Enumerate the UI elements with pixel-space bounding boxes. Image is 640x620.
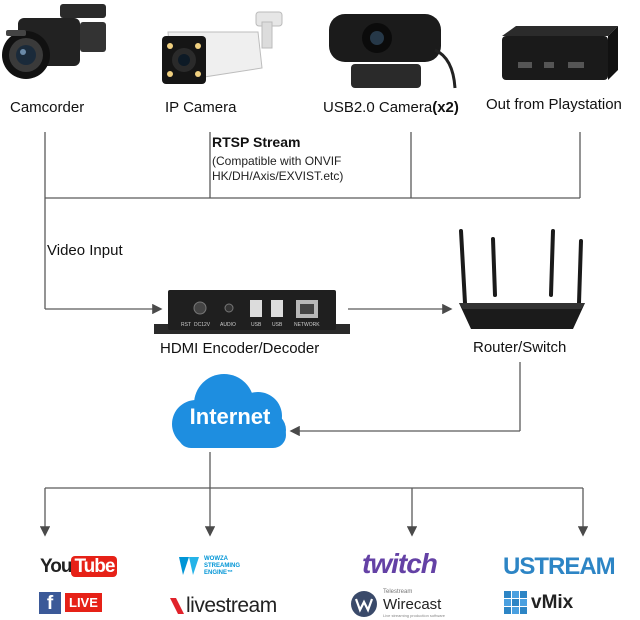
internet-label: Internet [190, 404, 271, 429]
port-label-usb-2: USB [272, 322, 283, 328]
ip-camera-icon [162, 11, 283, 84]
vmix-logo: vMix [531, 592, 574, 613]
internet-cloud-icon: Internet [172, 374, 286, 448]
port-label-usb-1: USB [251, 322, 262, 328]
router-icon [459, 229, 585, 329]
camcorder-label: Camcorder [10, 99, 85, 116]
camcorder-icon [2, 4, 106, 79]
livestream-logo: livestream [186, 594, 277, 617]
port-label-audio: AUDIO [220, 322, 236, 328]
encoder-label: HDMI Encoder/Decoder [160, 340, 320, 357]
video-input-label: Video Input [47, 242, 123, 259]
hdmi-encoder-icon: RST DC12V AUDIO USB USB NETWORK [154, 290, 350, 334]
playstation-label: Out from Playstation [486, 96, 622, 113]
vmix-icon [504, 591, 527, 614]
twitch-logo: twitch [362, 548, 438, 579]
usb-camera-label: USB2.0 Camera(x2) [323, 99, 459, 116]
port-label-rst: RST [181, 322, 191, 328]
wirecast-icon [351, 591, 377, 617]
facebook-icon: f [39, 592, 61, 614]
rtsp-compat-note: (Compatible with ONVIF HK/DH/Axis/EXVIST… [212, 154, 344, 183]
router-label: Router/Switch [473, 339, 567, 356]
facebook-live-badge: LIVE [65, 593, 102, 612]
wirecast-small-text: Telestream [383, 589, 413, 595]
rtsp-stream-title: RTSP Stream [212, 134, 301, 150]
wowza-icon [179, 557, 199, 575]
port-label-network: NETWORK [294, 322, 320, 328]
port-label-dc12v: DC12V [194, 322, 211, 328]
wirecast-logo: Wirecast [383, 596, 442, 613]
playstation-device-icon [502, 26, 618, 80]
ip-camera-label: IP Camera [165, 99, 237, 116]
usb-camera-icon [329, 14, 457, 89]
wirecast-tagline: Live streaming production software [383, 613, 446, 618]
ustream-logo: USTREAM [503, 553, 616, 580]
livestream-icon [170, 598, 184, 614]
